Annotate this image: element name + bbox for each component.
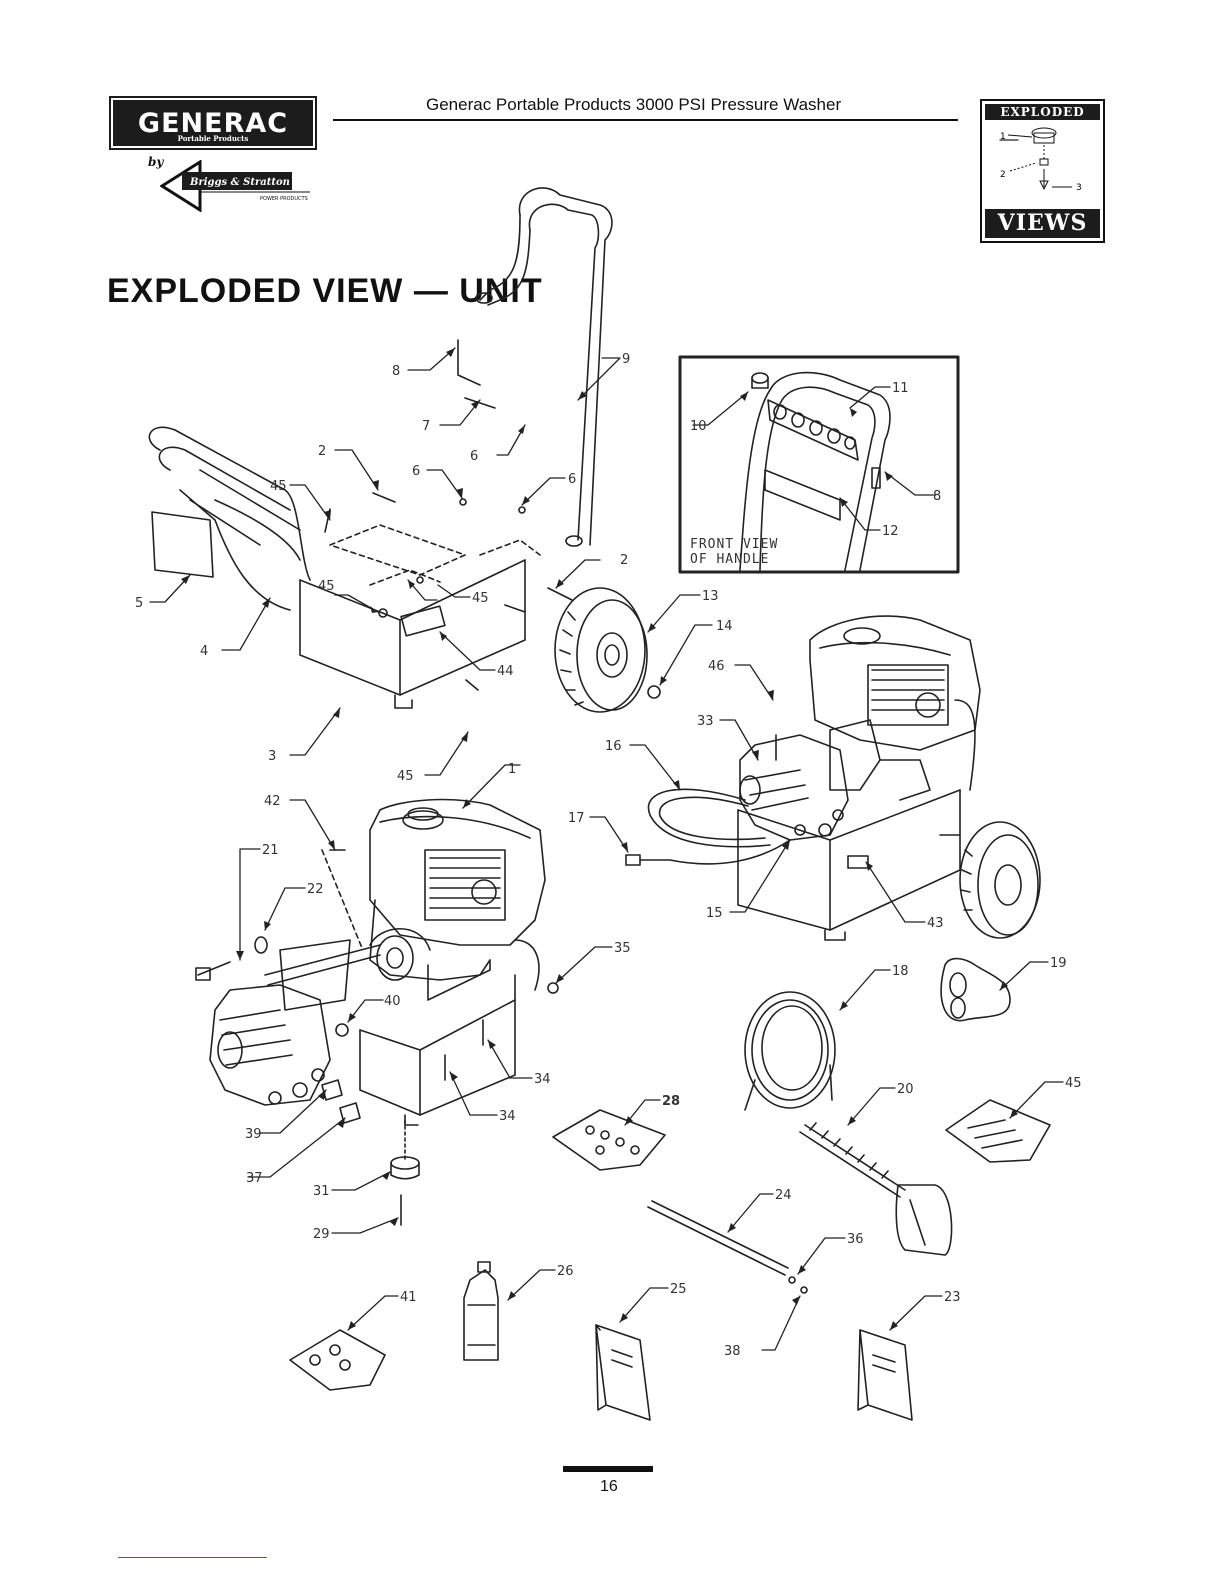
callout-2: 2 [318,444,326,459]
callout-23: 23 [944,1290,961,1305]
partner-name: Briggs & Stratton [189,177,290,188]
callout-44: 44 [497,664,514,679]
callout-4: 4 [200,644,208,659]
document-title: Generac Portable Products 3000 PSI Press… [426,95,842,114]
callout-16: 16 [605,739,622,754]
callout-11: 11 [892,381,909,396]
accessories-drawing [289,957,1051,1421]
callout-21: 21 [262,843,279,858]
callout-36: 36 [847,1232,864,1247]
callout-8-inset: 8 [933,489,941,504]
callout-14: 14 [716,619,733,634]
callout-40: 40 [384,994,401,1009]
briggs-stratton-logo: Briggs & Stratton POWER PRODUCTS [160,160,310,212]
title-rule [333,119,958,121]
callout-33: 33 [697,714,714,729]
callout-45-b: 45 [318,579,335,594]
footnote-rule [118,1557,267,1558]
callout-6-left: 6 [412,464,420,479]
callout-6-right: 6 [568,472,576,487]
callout-43: 43 [927,916,944,931]
leader-lines [149,139,1064,1351]
logo-wordmark: GENERAC [137,108,289,139]
callout-20: 20 [897,1082,914,1097]
handle-inset [678,355,960,574]
callout-45-e: 45 [1065,1076,1082,1091]
by-text: by [148,155,164,169]
callout-24: 24 [775,1188,792,1203]
callout-45-d: 45 [397,769,414,784]
inset-caption-line1: FRONT VIEW [690,537,778,552]
exploded-views-badge: EXPLODED 1 2 3 VIEWS [980,99,1105,243]
callout-25: 25 [670,1282,687,1297]
callout-6-mid: 6 [470,449,478,464]
logo-subline: Portable Products [177,134,249,143]
page-number-bar [563,1466,653,1472]
callout-5: 5 [135,596,143,611]
badge-callout-1: 1 [1000,132,1006,142]
callout-35: 35 [614,941,631,956]
inset-caption-line2: OF HANDLE [690,552,769,567]
callout-18: 18 [892,964,909,979]
callout-37: 37 [246,1171,263,1186]
callout-28: 28 [662,1094,680,1109]
page-number: 16 [600,1478,618,1495]
callout-13: 13 [702,589,719,604]
section-title: EXPLODED VIEW — UNIT [107,272,543,310]
callout-45-a: 45 [270,479,287,494]
callout-9: 9 [622,352,630,367]
callout-39: 39 [245,1127,262,1142]
callout-10: 10 [690,419,707,434]
callout-26: 26 [557,1264,574,1279]
callout-15: 15 [706,906,723,921]
callout-38: 38 [724,1344,741,1359]
badge-mini-diagram: 1 2 3 [1000,127,1082,193]
callout-42: 42 [264,794,281,809]
callout-19: 19 [1050,956,1067,971]
badge-callout-2: 2 [1000,170,1006,180]
callout-31: 31 [313,1184,330,1199]
partner-subline: POWER PRODUCTS [260,196,308,202]
callout-41: 41 [400,1290,417,1305]
callout-22: 22 [307,882,324,897]
callout-46: 46 [708,659,725,674]
frame-drawing [148,187,613,709]
wheel-13-drawing [554,587,661,713]
arrowheads [181,348,1018,1330]
callout-8: 8 [392,364,400,379]
callout-12: 12 [882,524,899,539]
callout-29: 29 [313,1227,330,1242]
callout-45-c: 45 [472,591,489,606]
badge-callout-3: 3 [1076,183,1082,193]
badge-bottom-label: VIEWS [985,209,1100,238]
callout-1: 1 [508,762,516,777]
callout-17: 17 [568,811,585,826]
callout-3: 3 [268,749,276,764]
generac-logo: GENERAC Portable Products [109,96,317,150]
engine-exploded-drawing [195,798,559,1226]
callout-34-upper: 34 [534,1072,551,1087]
callout-34-lower: 34 [499,1109,516,1124]
callout-7: 7 [422,419,430,434]
callout-2-right: 2 [620,553,628,568]
badge-top-label: EXPLODED [985,104,1100,120]
assembled-unit-drawing [625,615,1041,941]
